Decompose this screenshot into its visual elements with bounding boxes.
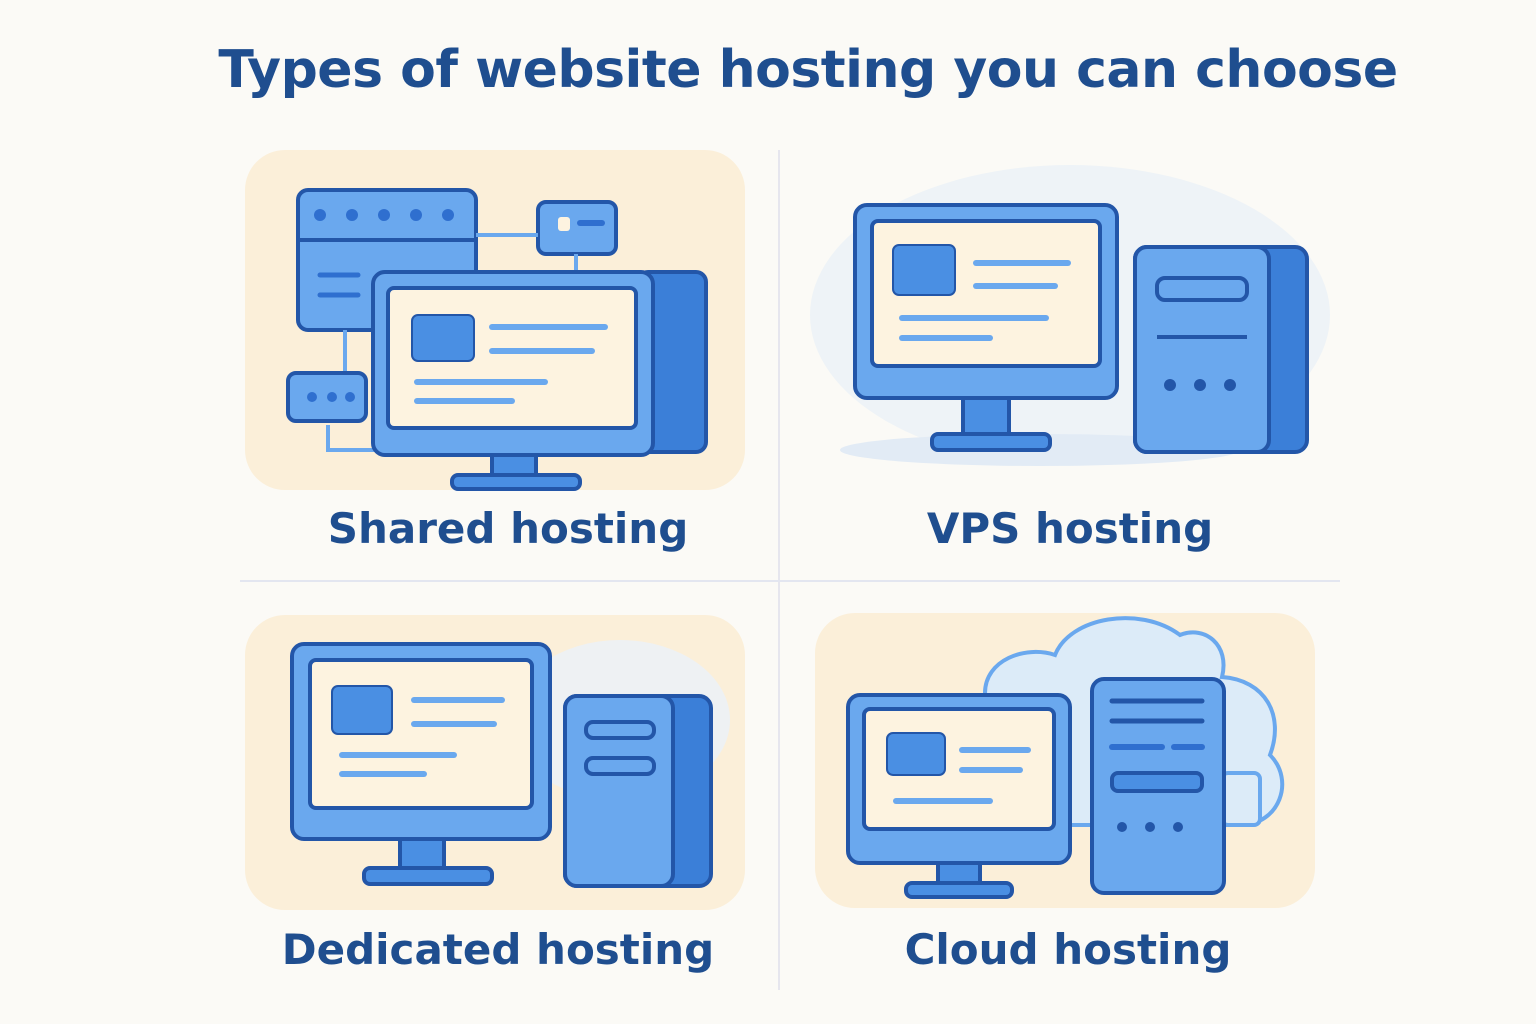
cloud-hosting-panel bbox=[810, 605, 1330, 915]
shared-hosting-label: Shared hosting bbox=[327, 504, 689, 553]
vps-hosting-label: VPS hosting bbox=[926, 504, 1214, 553]
cloud-hosting-icon bbox=[815, 613, 1315, 908]
dedicated-hosting-label: Dedicated hosting bbox=[281, 925, 715, 974]
horizontal-divider bbox=[240, 580, 1340, 582]
vps-hosting-icon bbox=[810, 165, 1330, 466]
vertical-divider bbox=[778, 150, 780, 990]
cloud-hosting-label: Cloud hosting bbox=[904, 925, 1232, 974]
dedicated-hosting-icon bbox=[245, 615, 745, 910]
vps-hosting-panel bbox=[800, 145, 1340, 485]
dedicated-hosting-panel bbox=[240, 610, 760, 920]
shared-hosting-icon bbox=[245, 150, 745, 491]
page-title: Types of website hosting you can choose bbox=[218, 40, 1398, 100]
shared-hosting-panel bbox=[240, 145, 760, 495]
